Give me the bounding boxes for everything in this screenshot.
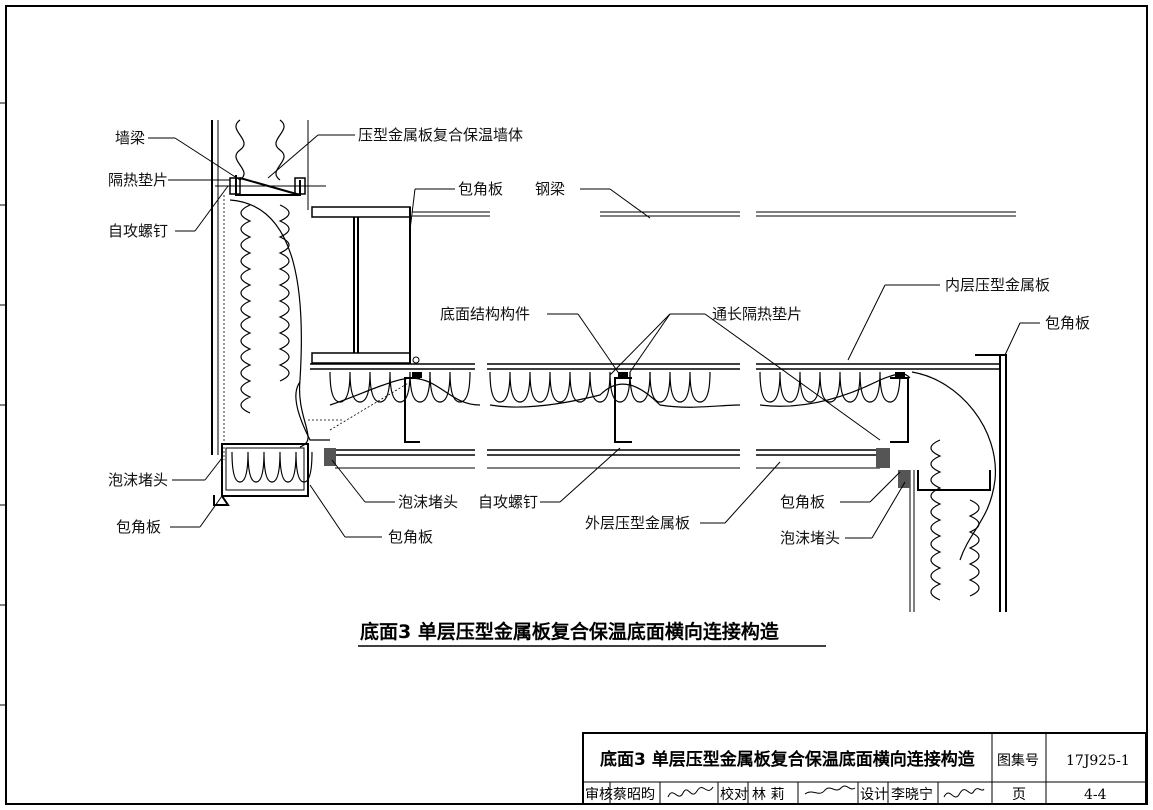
review-name: 蔡昭昀 — [613, 787, 655, 803]
atlas-label: 图集号 — [997, 752, 1039, 769]
check-name: 林 莉 — [752, 787, 784, 803]
review-signature — [667, 786, 714, 798]
label-steel-beam: 钢梁 — [535, 180, 565, 198]
purlin-left — [404, 356, 422, 443]
label-self-tap-screw-left: 自攻螺钉 — [108, 222, 168, 240]
leader-lines — [148, 134, 1040, 539]
purlin-right — [890, 372, 909, 443]
left-wall — [211, 119, 326, 460]
label-outer-panel: 外层压型金属板 — [585, 514, 690, 532]
label-self-tap-screw-mid: 自攻螺钉 — [478, 493, 538, 511]
title-block-title: 底面3 单层压型金属板复合保温底面横向连接构造 — [600, 749, 976, 770]
bottom-panel — [310, 363, 1000, 469]
check-signature — [804, 785, 856, 795]
purlin-mid — [614, 372, 632, 443]
design-signature — [943, 788, 985, 798]
drawing-caption: 底面3 单层压型金属板复合保温底面横向连接构造 — [360, 620, 780, 643]
right-wall — [876, 354, 1007, 612]
label-corner-plate-left: 包角板 — [116, 518, 161, 536]
left-corner-box — [213, 381, 342, 506]
label-foam-plug-mid: 泡沫堵头 — [398, 493, 458, 511]
label-wall-beam: 墙梁 — [115, 129, 145, 147]
design-name: 李晓宁 — [891, 786, 933, 803]
label-continuous-pad: 通长隔热垫片 — [712, 305, 802, 323]
page-label: 页 — [1012, 787, 1026, 803]
design-label: 设计 — [860, 787, 888, 803]
label-foam-plug-right: 泡沫堵头 — [780, 529, 840, 547]
label-wall-composite: 压型金属板复合保温墙体 — [358, 126, 523, 144]
label-corner-plate-mid: 包角板 — [388, 528, 433, 546]
drawing-border — [5, 5, 1148, 805]
label-bottom-member: 底面结构构件 — [440, 305, 530, 323]
label-foam-plug-left: 泡沫堵头 — [108, 471, 168, 489]
label-corner-plate-top: 包角板 — [458, 180, 503, 198]
review-label: 审核 — [585, 787, 613, 803]
label-insul-pad: 隔热垫片 — [108, 171, 168, 189]
label-inner-panel: 内层压型金属板 — [945, 276, 1050, 294]
label-corner-plate-lower-right: 包角板 — [780, 493, 825, 511]
page-number: 4-4 — [1084, 787, 1107, 803]
steel-beam-section — [311, 206, 1016, 364]
label-corner-plate-right: 包角板 — [1045, 314, 1090, 332]
title-block — [582, 732, 1147, 805]
check-label: 校对 — [720, 786, 748, 803]
atlas-number: 17J925-1 — [1066, 753, 1130, 769]
